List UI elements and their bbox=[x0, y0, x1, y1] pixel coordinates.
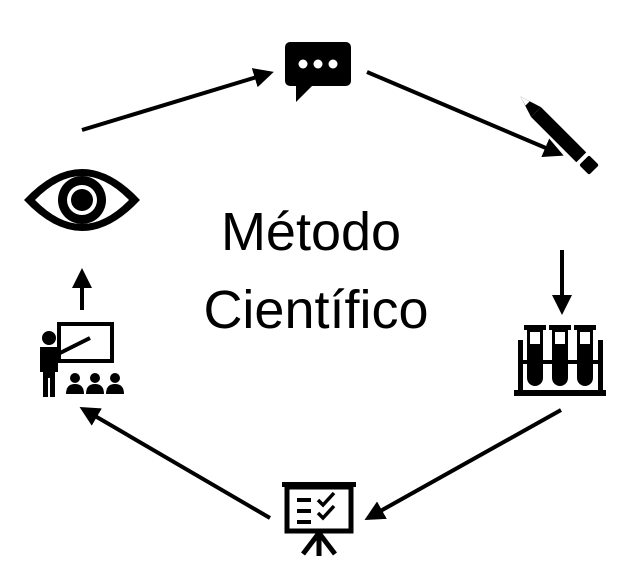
presenter-head bbox=[42, 331, 56, 345]
arrow-speech-to-pencil bbox=[366, 70, 564, 157]
presenter-body bbox=[40, 347, 58, 397]
cycle-arrows bbox=[72, 68, 572, 520]
rack-base bbox=[514, 390, 606, 396]
arrow-eye-to-speech bbox=[81, 68, 274, 132]
presenter-audience-icon bbox=[40, 322, 124, 397]
checklist-board-icon bbox=[282, 482, 356, 556]
pencil-icon bbox=[520, 96, 599, 175]
rack-right-post bbox=[598, 340, 603, 394]
title-line-1: Método bbox=[221, 202, 401, 262]
arrow-tubes-to-board bbox=[364, 408, 562, 520]
rack-crossbar bbox=[518, 360, 603, 364]
eye-icon bbox=[24, 169, 140, 231]
speech-bubble-icon bbox=[285, 42, 351, 102]
arrow-board-to-presenter bbox=[79, 406, 272, 520]
test-tube-left bbox=[524, 325, 546, 386]
test-tubes-icon bbox=[514, 325, 606, 396]
presentation-board bbox=[57, 322, 114, 363]
rack-left-post bbox=[518, 340, 523, 394]
presenter-pointer bbox=[55, 336, 91, 357]
test-tube-middle bbox=[549, 325, 571, 386]
test-tube-right bbox=[574, 325, 596, 386]
audience bbox=[66, 373, 124, 394]
title-line-2: Científico bbox=[203, 280, 428, 340]
